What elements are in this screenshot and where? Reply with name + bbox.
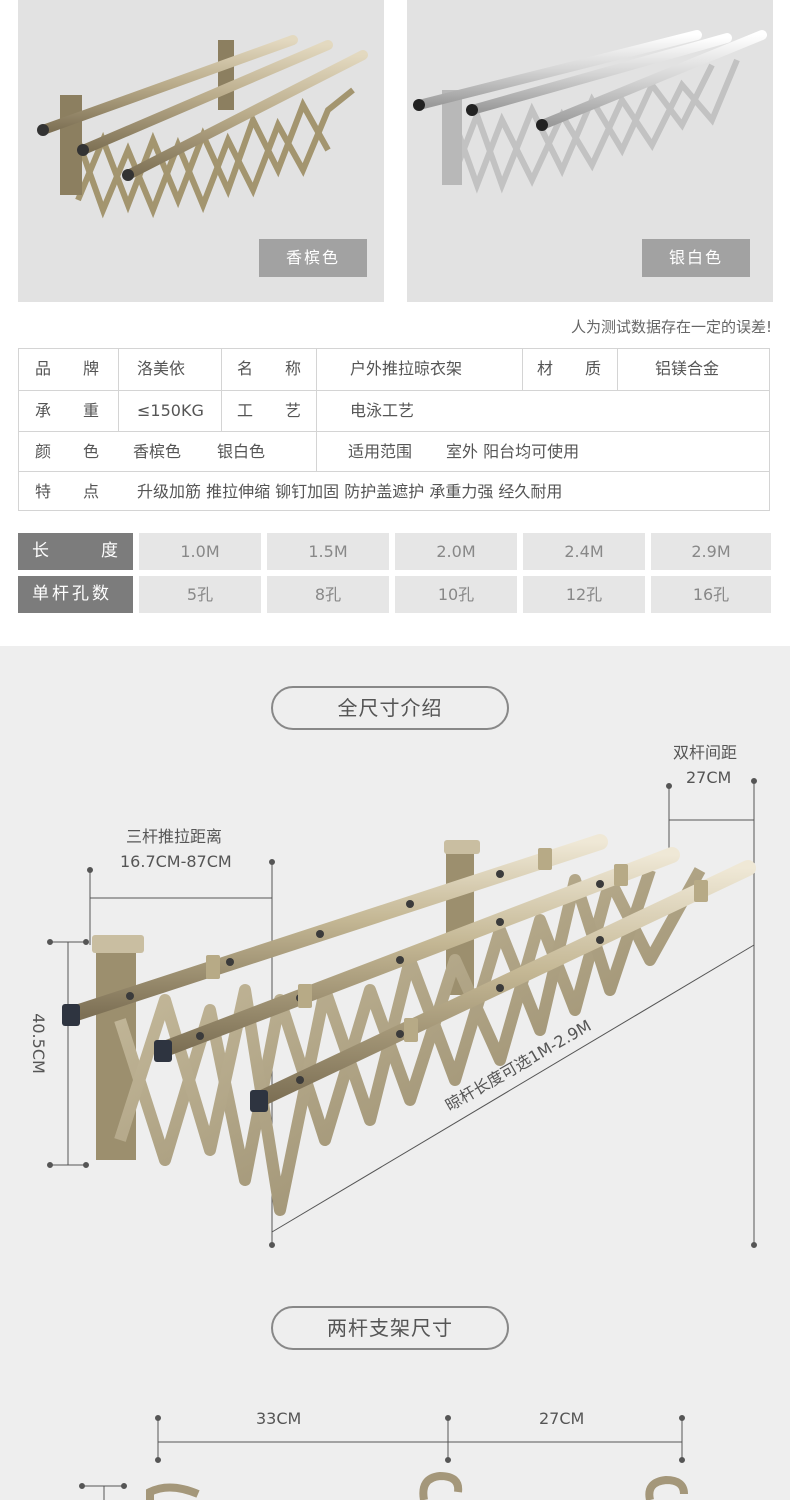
spec-key-process: 工 艺 <box>237 401 302 420</box>
height-value: 40.5CM <box>28 1013 48 1074</box>
spec-value-color-silver: 银白色 <box>217 442 266 461</box>
spec-value-load: ≤150KG <box>137 401 204 420</box>
two-bar-dim-33: 33CM <box>256 1409 302 1428</box>
spec-value-name: 户外推拉晾衣架 <box>350 359 463 378</box>
champagne-rack-image <box>37 35 368 219</box>
product-card-champagne: 香槟色 <box>18 0 384 302</box>
spec-value-material: 铝镁合金 <box>655 359 720 378</box>
spec-key-name: 名 称 <box>237 359 302 378</box>
spec-value-color-champagne: 香槟色 <box>133 442 182 461</box>
length-cell: 1.0M <box>139 533 261 570</box>
spec-value-brand: 洛美依 <box>137 359 186 378</box>
spec-key-color: 颜 色 <box>35 442 100 461</box>
holes-cell: 12孔 <box>523 576 645 613</box>
spec-value-features: 升级加筋 推拉伸缩 铆钉加固 防护盖遮护 承重力强 经久耐用 <box>137 482 563 501</box>
two-bar-title: 两杆支架尺寸 <box>271 1306 509 1350</box>
two-bar-bracket-illustration <box>146 1471 688 1500</box>
spec-key-brand: 品 牌 <box>35 359 100 378</box>
length-cell: 2.0M <box>395 533 517 570</box>
spec-row-load: 承 重 ≤150KG 工 艺 电泳工艺 <box>19 390 769 431</box>
silver-rack-image <box>413 30 767 194</box>
spec-key-usage: 适用范围 <box>348 442 413 461</box>
spec-value-usage: 室外 阳台均可使用 <box>446 442 580 461</box>
bar-spacing-value: 27CM <box>686 768 732 787</box>
spec-row-features: 特 点 升级加筋 推拉伸缩 铆钉加固 防护盖遮护 承重力强 经久耐用 <box>19 471 769 512</box>
spec-table: 品 牌 洛美依 名 称 户外推拉晾衣架 材 质 铝镁合金 承 重 ≤150KG … <box>18 348 770 511</box>
length-cell: 2.4M <box>523 533 645 570</box>
product-card-silver: 银白色 <box>407 0 773 302</box>
spec-key-material: 材 质 <box>537 359 602 378</box>
spec-row-brand: 品 牌 洛美依 名 称 户外推拉晾衣架 材 质 铝镁合金 <box>19 349 769 390</box>
push-distance-value: 16.7CM-87CM <box>120 852 232 871</box>
holes-cell: 5孔 <box>139 576 261 613</box>
length-cell: 2.9M <box>651 533 771 570</box>
rack-illustration <box>62 834 756 1216</box>
length-label: 长 度 <box>18 533 133 570</box>
two-bar-dim-27: 27CM <box>539 1409 585 1428</box>
holes-cell: 10孔 <box>395 576 517 613</box>
color-tag-champagne: 香槟色 <box>259 239 367 277</box>
bar-spacing-label: 双杆间距 <box>673 743 738 762</box>
holes-cell: 16孔 <box>651 576 771 613</box>
spec-key-load: 承 重 <box>35 401 100 420</box>
measurement-error-note: 人为测试数据存在一定的误差! <box>570 318 772 336</box>
length-cell: 1.5M <box>267 533 389 570</box>
color-tag-silver: 银白色 <box>642 239 750 277</box>
push-distance-label: 三杆推拉距离 <box>126 827 223 846</box>
spec-value-process: 电泳工艺 <box>350 401 415 420</box>
holes-cell: 8孔 <box>267 576 389 613</box>
spec-row-color: 颜 色 香槟色 银白色 适用范围 室外 阳台均可使用 <box>19 431 769 472</box>
spec-key-features: 特 点 <box>35 482 100 501</box>
holes-label: 单杆孔数 <box>18 576 133 613</box>
full-size-title: 全尺寸介绍 <box>271 686 509 730</box>
